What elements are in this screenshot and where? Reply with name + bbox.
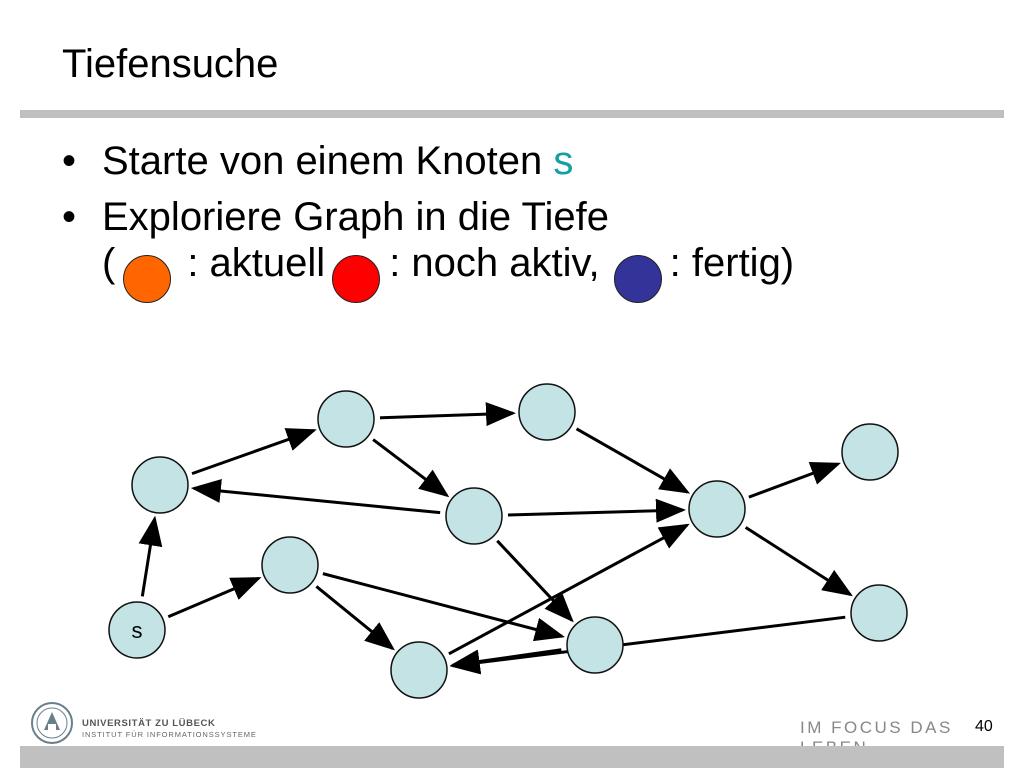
graph-node-n6 xyxy=(261,536,319,594)
edge-n5-n7 xyxy=(507,498,687,523)
graph-node-n10 xyxy=(390,641,448,699)
legend-active-label: : noch aktiv, xyxy=(389,241,600,285)
graph-node-n3 xyxy=(841,423,899,481)
graph-node-n7 xyxy=(688,480,746,538)
page-number: 40 xyxy=(975,718,993,735)
institute-name: INSTITUT FÜR INFORMATIONSSYSTEME xyxy=(82,730,257,739)
bullet-marker: • xyxy=(62,195,77,239)
graph-node-label: s xyxy=(132,618,143,643)
legend-current-label: : aktuell xyxy=(187,241,326,285)
slide-title: Tiefensuche xyxy=(62,42,279,86)
graph-node-n2 xyxy=(518,383,576,441)
edge-n5-n9 xyxy=(496,539,574,623)
graph-node-n8 xyxy=(850,584,908,642)
edge-n7-n8 xyxy=(744,526,853,597)
legend-current-circle-icon xyxy=(123,255,171,303)
edge-n6-n9 xyxy=(322,572,566,642)
edge-n10-n7 xyxy=(448,523,690,656)
graph-node-n4 xyxy=(131,456,189,514)
bullet-marker: • xyxy=(62,139,77,183)
footer-bar xyxy=(20,746,1004,768)
edge-n6-n10 xyxy=(315,585,395,651)
edge-n4-n1 xyxy=(191,428,317,476)
bullet-list: • Starte von einem Knoten s • Exploriere… xyxy=(62,138,794,286)
bullet-text: Exploriere Graph in die Tiefe xyxy=(102,195,609,239)
university-seal-icon xyxy=(31,702,73,744)
graph-node-s xyxy=(108,601,166,659)
graph-node-n1 xyxy=(317,390,375,448)
edge-s-n4 xyxy=(138,515,163,597)
legend-open-paren: ( xyxy=(102,241,116,285)
graph-node-n9 xyxy=(566,616,624,674)
university-name: UNIVERSITÄT ZU LÜBECK xyxy=(82,718,216,729)
legend-done-label: : fertig) xyxy=(669,241,795,285)
bullet-item-explore: • Exploriere Graph in die Tiefe ( : aktue… xyxy=(62,194,794,286)
legend-active-circle-icon xyxy=(332,255,380,303)
graph-node-n5 xyxy=(445,487,503,545)
title-divider xyxy=(20,110,1004,118)
start-node-symbol: s xyxy=(553,139,574,183)
edge-n7-n3 xyxy=(748,462,841,499)
edge-n8-n10 xyxy=(449,615,846,675)
legend-done-circle-icon xyxy=(614,255,662,303)
edge-n1-n2 xyxy=(379,402,517,427)
edge-n2-n7 xyxy=(575,427,691,494)
edge-n5-n4 xyxy=(190,479,441,515)
bullet-item-start: • Starte von einem Knoten s xyxy=(62,138,794,184)
legend-line: ( : aktuell : noch aktiv, : fertig) xyxy=(102,240,794,286)
edge-s-n6 xyxy=(167,576,262,619)
edge-n1-n5 xyxy=(372,438,450,498)
bullet-text: Starte von einem Knoten xyxy=(102,139,554,183)
